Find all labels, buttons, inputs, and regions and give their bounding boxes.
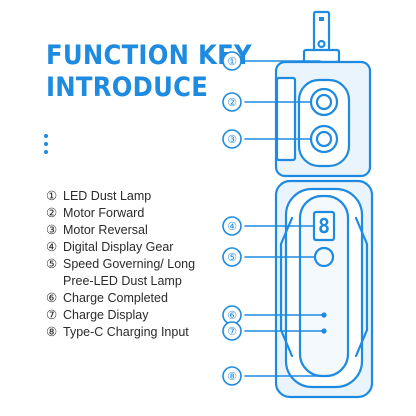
legend-text: Charge Display [63,308,149,322]
legend-text: Digital Display Gear [63,240,174,254]
upper-body [274,60,372,178]
bit-holder [302,10,341,64]
seven-segment-digit-icon: 8 [318,214,330,238]
callout-7: ⑦ [227,325,237,338]
callout-circles [222,51,242,386]
legend-item: ⑤ Speed Governing/ Long Pree-LED Dust Lam… [46,256,195,290]
title-line-1: FUNCTION KEY [46,40,252,71]
legend-number: ⑧ [46,325,58,339]
legend-number: ③ [46,223,58,237]
callout-5: ⑤ [227,251,237,264]
legend-text: Charge Completed [63,291,168,305]
legend-item: ⑧ Type-C Charging Input [46,324,195,341]
legend-text: Type-C Charging Input [63,325,189,339]
legend-text: Speed Governing/ Long Pree-LED Dust Lamp [63,257,196,288]
legend-item: ⑦ Charge Display [46,307,195,324]
title-line-2: INTRODUCE [46,72,209,103]
legend-item: ④ Digital Display Gear [46,239,195,256]
charge-display-led [321,328,327,334]
legend-number: ② [46,206,58,220]
legend-number: ⑦ [46,308,58,322]
callout-numbers: ① ② ③ ④ ⑤ ⑥ ⑦ ⑧ [227,55,237,383]
forward-button-inner [315,93,333,111]
callout-1: ① [227,55,237,68]
legend-text: Motor Forward [63,206,145,220]
legend-number: ⑥ [46,291,58,305]
callout-4: ④ [227,220,237,233]
callout-8: ⑧ [227,370,237,383]
callout-2: ② [227,96,237,109]
legend-number: ⑤ [46,257,58,271]
callout-6: ⑥ [227,309,237,322]
legend-number: ④ [46,240,58,254]
legend-text: LED Dust Lamp [63,189,152,203]
legend-number: ① [46,189,58,203]
legend-item: ③ Motor Reversal [46,222,195,239]
legend-text: Motor Reversal [63,223,148,237]
leader-lines [244,60,325,377]
vertical-ellipsis-icon [44,134,50,158]
legend-list: ① LED Dust Lamp ② Motor Forward ③ Motor Rev… [46,188,195,341]
page-title: FUNCTION KEY INTRODUCE [46,40,252,104]
legend-item: ⑥ Charge Completed [46,290,195,307]
legend-item: ② Motor Forward [46,205,195,222]
legend-item: ① LED Dust Lamp [46,188,195,205]
callout-3: ③ [227,133,237,146]
reverse-button-inner [315,130,333,148]
charge-complete-led [321,312,327,318]
